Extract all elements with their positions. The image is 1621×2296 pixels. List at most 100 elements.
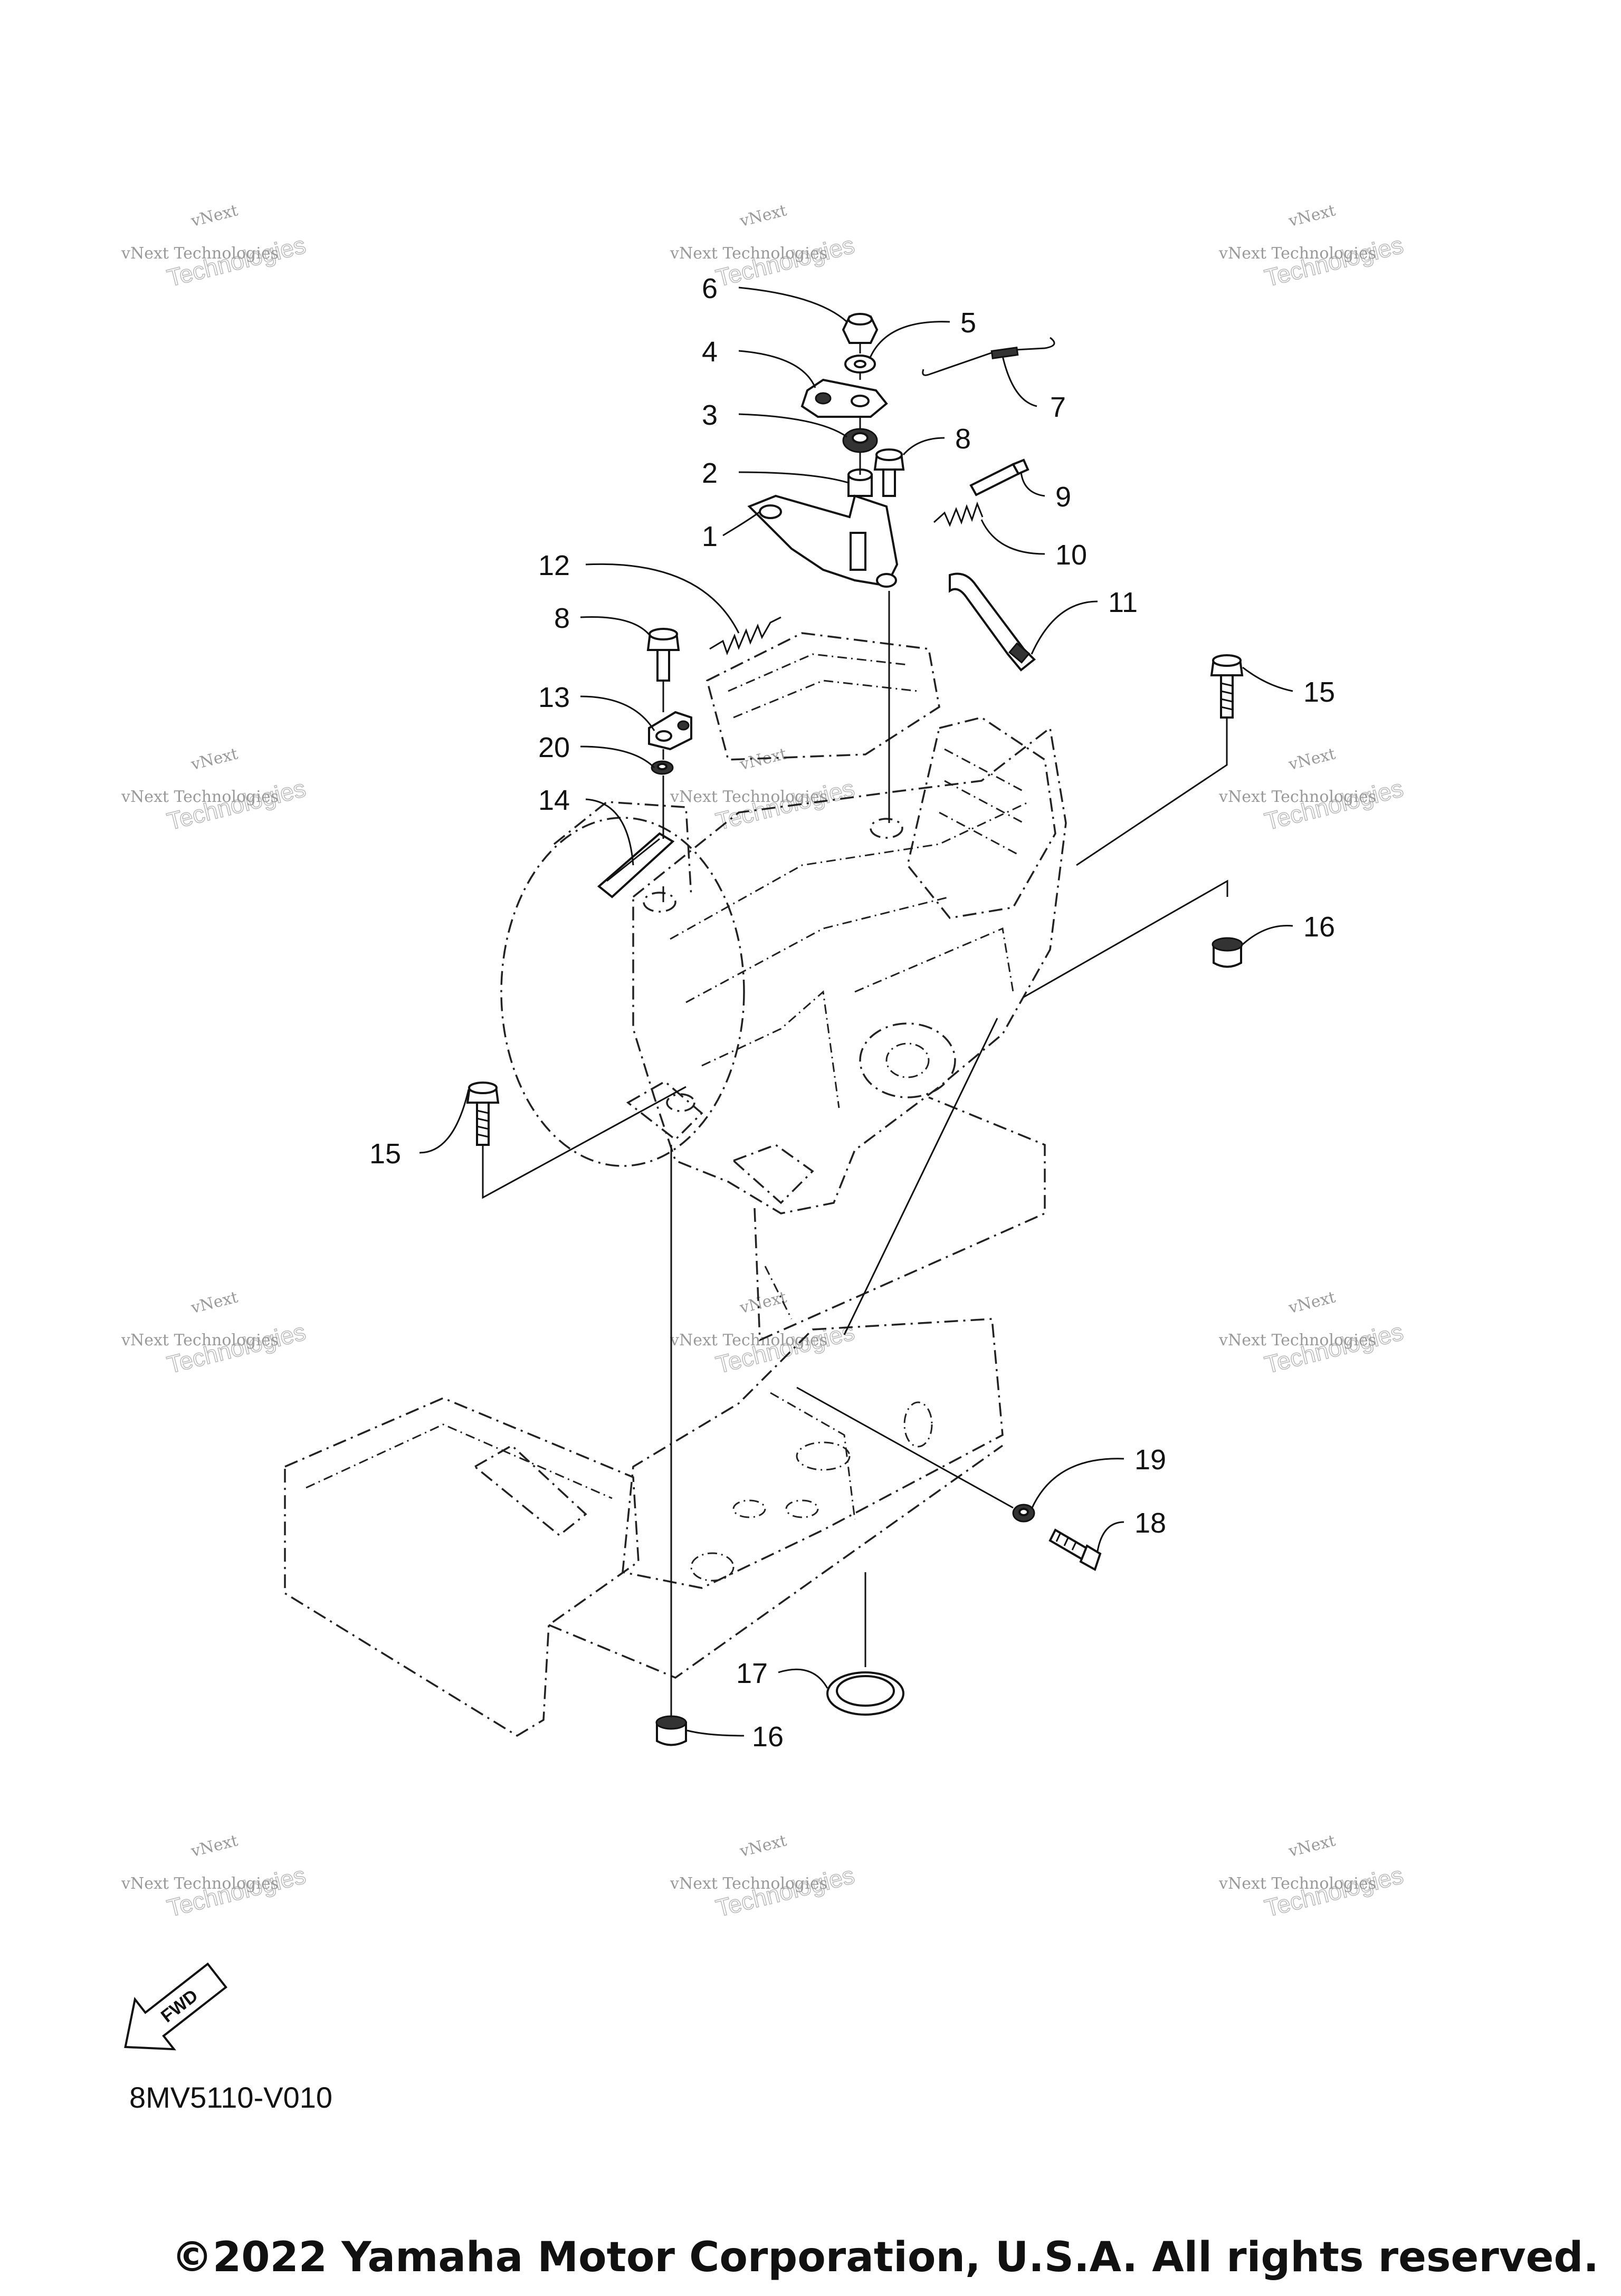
leader-15a	[1242, 666, 1293, 692]
engine-outline	[500, 632, 1067, 1214]
watermark-small: vNext Technologies	[121, 788, 279, 806]
output-shaft	[885, 1042, 930, 1078]
axis-damper16-right	[1023, 879, 1228, 998]
callout-17: 17	[736, 1658, 768, 1689]
part-17-grommet	[826, 1671, 904, 1716]
leader-12	[585, 563, 740, 634]
part-19-washer	[1012, 1504, 1035, 1523]
crankcase-edge-3	[701, 990, 840, 1108]
part-8-bolt-lower	[646, 628, 680, 682]
callout-6: 6	[702, 273, 718, 304]
watermark-top: vNext	[1286, 744, 1338, 774]
frame-outline	[284, 1096, 1046, 1737]
pan-slot	[785, 1499, 819, 1518]
callout-7: 7	[1050, 391, 1066, 423]
leader-7	[1002, 356, 1037, 407]
crankcase-edge-1	[670, 801, 1029, 940]
leader-6	[738, 286, 848, 323]
pan-hole	[903, 1401, 933, 1448]
part-3-spring	[842, 428, 878, 453]
axis-frame-link	[843, 1018, 998, 1335]
callout-19: 19	[1134, 1444, 1166, 1476]
callout-3: 3	[702, 399, 718, 431]
watermark-top: vNext	[189, 201, 240, 231]
leader-18	[1096, 1521, 1124, 1552]
watermark-top: vNext	[189, 1831, 240, 1861]
part-7-rod	[922, 337, 1055, 376]
left-bracket	[473, 1444, 587, 1537]
watermark-top: vNext	[738, 201, 789, 231]
part-10-spring	[933, 501, 984, 527]
crankcase-edge-4	[854, 927, 1014, 993]
watermark-small: vNext Technologies	[670, 244, 827, 263]
watermark: Technologies vNext vNext Technologies	[670, 201, 857, 292]
part-18-bolt	[1048, 1528, 1102, 1571]
watermark: Technologies vNext vNext Technologies	[1218, 201, 1406, 292]
left-panel-lip	[306, 1423, 613, 1499]
rear-plate	[754, 1096, 1046, 1342]
assembly-lines	[482, 343, 1228, 1717]
callouts: 6 5 4 7 3 8 2 9 1 10 12 11 8 15 13 20 14…	[369, 273, 1335, 1753]
watermark: Technologies vNext vNext Technologies	[670, 1831, 857, 1922]
cooling-fins	[939, 748, 1024, 856]
leader-2	[738, 471, 849, 484]
watermark: Technologies vNext vNext Technologies	[121, 1288, 309, 1379]
leader-8b	[580, 616, 651, 636]
callout-15-left: 15	[369, 1138, 401, 1170]
parts	[466, 313, 1244, 1746]
pan-slot	[732, 1499, 766, 1518]
top-cover-ribs	[728, 653, 919, 719]
watermark: Technologies vNext vNext Technologies	[1218, 744, 1406, 835]
leader-3	[738, 413, 847, 438]
part-8-bolt-upper	[873, 448, 905, 497]
pan-hole	[796, 1441, 851, 1471]
watermark: Technologies vNext vNext Technologies	[1218, 1288, 1406, 1379]
top-cover	[705, 632, 940, 761]
callout-18: 18	[1134, 1507, 1166, 1539]
watermark-small: vNext Technologies	[1218, 788, 1376, 806]
part-12-spring	[709, 616, 781, 656]
callout-12: 12	[538, 550, 570, 581]
leader-20	[580, 745, 655, 769]
part-1-bracket	[747, 494, 899, 588]
watermark-small: vNext Technologies	[670, 1331, 827, 1350]
watermark: Technologies vNext vNext Technologies	[670, 1288, 857, 1379]
callout-9: 9	[1055, 481, 1071, 513]
callout-8-lower: 8	[554, 602, 570, 634]
part-14-plate	[597, 832, 675, 898]
output-boss	[859, 1022, 956, 1098]
watermark-top: vNext	[738, 744, 789, 774]
leader-8a	[902, 437, 945, 455]
leader-lines	[419, 286, 1293, 1737]
engine-foot	[731, 1144, 814, 1204]
leader-9	[1020, 472, 1045, 497]
part-16-damper-lower	[655, 1715, 687, 1746]
callout-16-right: 16	[1303, 911, 1335, 943]
leader-10	[980, 519, 1045, 555]
bottom-lip	[548, 1444, 1004, 1679]
mount-boss	[870, 818, 903, 839]
watermark-small: vNext Technologies	[670, 1874, 827, 1893]
callout-4: 4	[702, 336, 718, 368]
callout-1: 1	[702, 521, 718, 552]
leader-17	[778, 1668, 828, 1689]
watermark-small: vNext Technologies	[121, 244, 279, 263]
part-16-damper-right	[1212, 937, 1243, 968]
watermark: Technologies vNext vNext Technologies	[1218, 1831, 1406, 1922]
leader-16b	[686, 1729, 745, 1737]
watermark: Technologies vNext vNext Technologies	[121, 744, 309, 835]
leader-5	[869, 321, 950, 359]
watermark-small: vNext Technologies	[1218, 1331, 1376, 1350]
pan-inner	[770, 1392, 856, 1520]
flywheel-cover	[500, 817, 745, 1167]
watermark: Technologies vNext vNext Technologies	[121, 1831, 309, 1922]
callout-2: 2	[702, 457, 718, 489]
pan-hole	[690, 1552, 735, 1582]
copyright: ©2022 Yamaha Motor Corporation, U.S.A. A…	[171, 2234, 1599, 2281]
mount-boss	[666, 1093, 695, 1112]
leader-4	[738, 350, 816, 388]
mount-boss	[643, 892, 676, 913]
crankcase-edge-2	[685, 896, 950, 1003]
watermark-small: vNext Technologies	[1218, 244, 1376, 263]
